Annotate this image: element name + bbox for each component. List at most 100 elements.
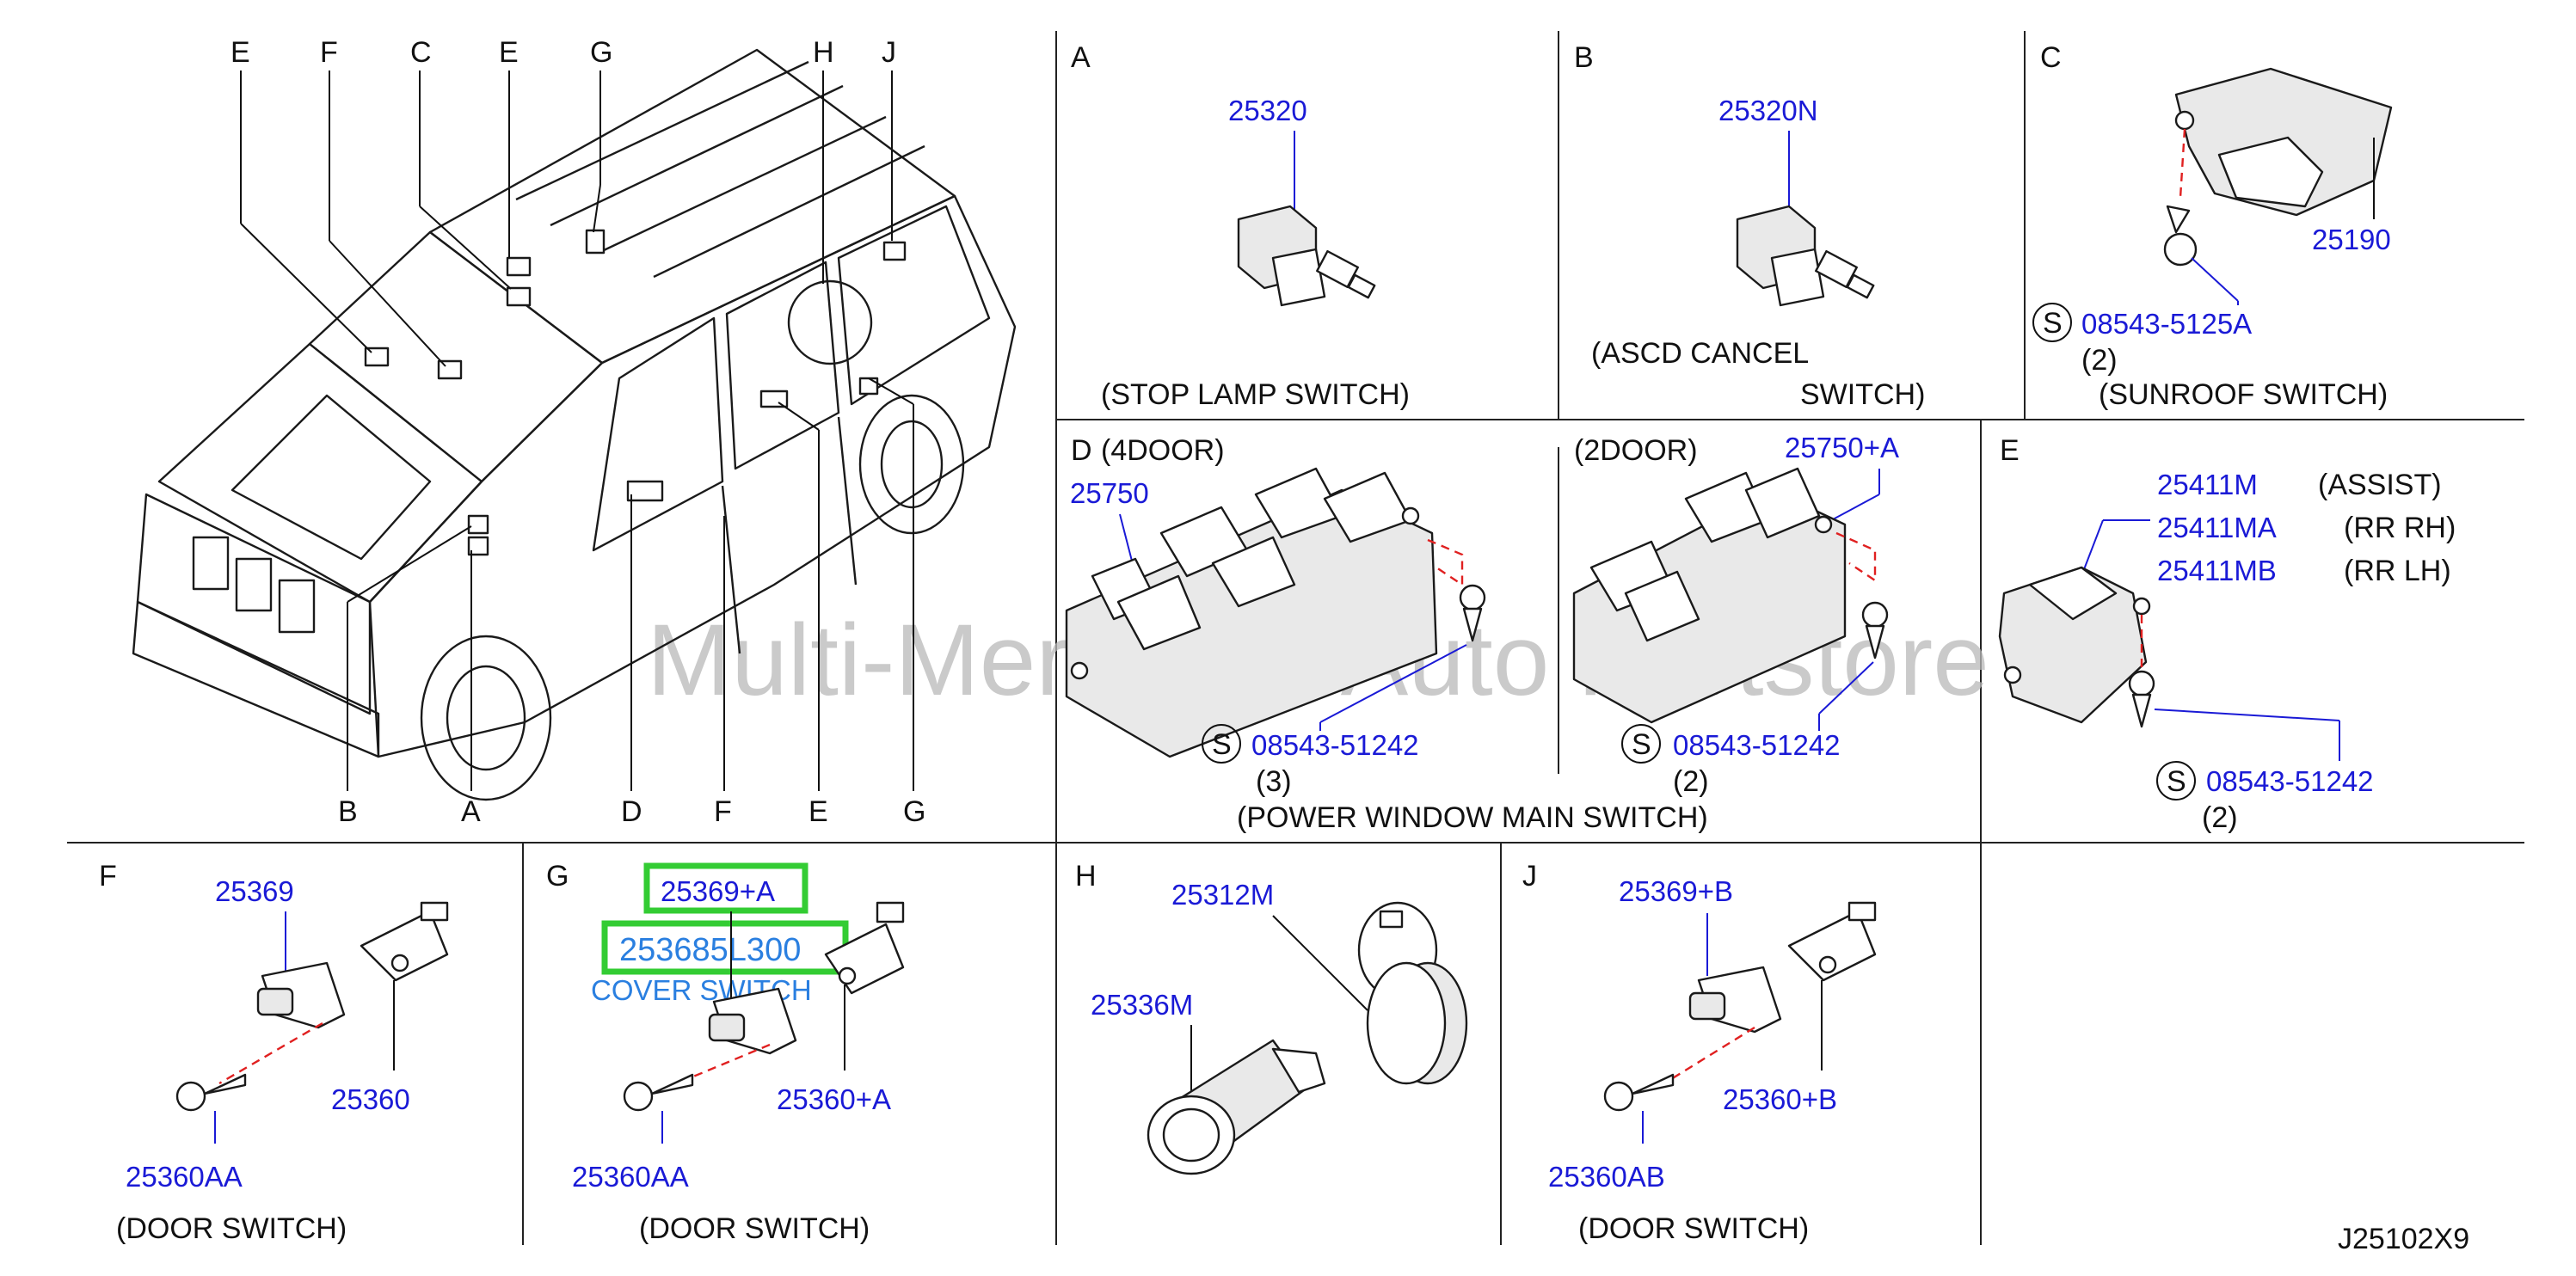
section-j-letter: J [1522,860,1537,893]
section-g-caption: (DOOR SWITCH) [639,1212,870,1245]
part-number-25312m[interactable]: 25312M [1171,879,1274,911]
part-number-08543-5125a[interactable]: 08543-5125A [2081,308,2252,340]
part-number-25411m[interactable]: 25411M [2157,469,2258,500]
section-f-letter: F [99,860,117,893]
section-d-caption: (POWER WINDOW MAIN SWITCH) [1237,801,1708,834]
section-h-letter: H [1075,860,1097,893]
part-number-08543-51242-2door[interactable]: 08543-51242 [1673,729,1841,761]
part-number-25360-a[interactable]: 25360+A [777,1083,891,1115]
section-e-desc-assist: (ASSIST) [2318,469,2442,501]
section-a-caption: (STOP LAMP SWITCH) [1101,378,1410,411]
section-e-desc-rr-rh: (RR RH) [2344,512,2456,544]
part-number-25369-a[interactable]: 25369+A [661,875,775,907]
power-window-switch-2door-drawing [1572,467,1847,724]
overview-label-e-3: E [808,795,828,828]
section-f-caption: (DOOR SWITCH) [116,1212,347,1245]
section-c-screw-qty: (2) [2081,344,2118,377]
screw-2door [1861,601,1889,659]
section-e-screw-symbol: S [2167,765,2186,798]
section-e-letter: E [2000,434,2020,467]
part-number-25336m[interactable]: 25336M [1091,989,1193,1021]
part-number-25190[interactable]: 25190 [2312,224,2391,255]
section-grid [67,31,2524,1245]
part-number-25411mb[interactable]: 25411MB [2157,555,2277,586]
part-number-08543-51242-e[interactable]: 08543-51242 [2206,765,2374,797]
section-e-assist-switch: E 25411M (ASSIST) 25411MA (RR RH) 25411M… [1998,434,2456,834]
section-d-screw-symbol-4door: S [1212,728,1232,761]
overview-label-c: C [410,36,432,69]
part-number-25360aa-g[interactable]: 25360AA [572,1161,689,1193]
section-j-door-switch: J 25369+B 25360+B 25360AB (DOOR SWITCH) [1522,860,1877,1245]
overview-leader-lines [240,71,914,791]
part-number-25369[interactable]: 25369 [215,875,294,907]
screw-g [623,1073,694,1112]
screw-e [2128,670,2155,728]
overview-label-a: A [461,795,481,828]
section-b-caption-line2: SWITCH) [1800,378,1925,411]
section-f-door-switch: F 25369 25360 25360AA (DOOR SWITCH) [99,860,449,1245]
overview-label-b: B [338,795,358,828]
highlight-25369-a [643,862,808,914]
overview-label-f-2: F [714,795,732,828]
diagram-code: J25102X9 [2338,1223,2469,1255]
overview-label-f-1: F [320,36,338,69]
vehicle-overview: E F C E G H J B A D F E G [132,36,1017,828]
part-number-25360aa-f[interactable]: 25360AA [126,1161,243,1193]
section-d-screw-symbol-2door: S [1632,728,1651,761]
section-d-screw-qty-2door: (2) [1673,765,1709,798]
section-c-letter: C [2040,41,2062,74]
sunroof-switch-drawing [2163,67,2393,267]
overview-label-g-2: G [903,795,925,828]
screw-j [1603,1073,1675,1112]
stop-lamp-switch-drawing [1237,205,1376,307]
section-e-screw-qty: (2) [2202,801,2238,834]
section-b-caption-line1: (ASCD CANCEL [1591,337,1809,370]
overview-label-e-2: E [499,36,519,69]
screw-f [175,1073,247,1112]
section-a-letter: A [1071,41,1091,74]
section-j-caption: (DOOR SWITCH) [1578,1212,1809,1245]
assist-switch-drawing [1998,566,2151,724]
section-c-caption: (SUNROOF SWITCH) [2099,378,2388,411]
section-d-letter: D [1071,434,1092,467]
overview-label-g-1: G [590,36,612,69]
screw-symbol-c [2032,303,2072,342]
part-number-25320[interactable]: 25320 [1228,95,1307,126]
door-switch-g-drawing [708,901,905,1055]
section-d-variant-2door: (2DOOR) [1574,434,1698,467]
door-switch-j-drawing [1688,901,1877,1034]
door-switch-f-drawing [256,901,449,1029]
overview-label-e-1: E [231,36,250,69]
section-d-power-window-main-switch: D (4DOOR) 25750 S 08543-51242 (3) (2DOOR… [1065,432,1899,834]
overview-label-h: H [813,36,834,69]
section-b-letter: B [1574,41,1594,74]
section-d-screw-qty-4door: (3) [1256,765,1292,798]
section-a-stop-lamp-switch: A 25320 (STOP LAMP SWITCH) [1071,41,1410,411]
part-number-25750[interactable]: 25750 [1070,477,1149,509]
part-number-25411ma[interactable]: 25411MA [2157,512,2277,543]
ascd-cancel-switch-drawing [1736,205,1875,307]
part-number-25320n[interactable]: 25320N [1718,95,1818,126]
part-number-08543-51242-4door[interactable]: 08543-51242 [1251,729,1419,761]
socket-cap-drawing [1357,901,1468,1085]
part-number-25369-b[interactable]: 25369+B [1619,875,1733,907]
part-number-25360-b[interactable]: 25360+B [1723,1083,1837,1115]
part-number-253685l300[interactable]: 253685L300 [619,932,801,968]
part-number-25360[interactable]: 25360 [331,1083,410,1115]
socket-body-drawing [1147,1039,1326,1175]
power-window-switch-4door-drawing [1065,467,1438,758]
section-e-desc-rr-lh: (RR LH) [2344,555,2451,587]
section-c-sunroof-switch: C 25190 S 08543-5125A (2) (SUNROOF SWITC… [2032,41,2393,411]
section-g-door-switch: G 25369+A 253685L300 COVER SWITCH 25360+… [546,860,905,1245]
section-d-variant-4door: (4DOOR) [1101,434,1225,467]
section-g-letter: G [546,860,569,893]
screw-4door [1459,584,1486,642]
section-b-ascd-cancel-switch: B 25320N (ASCD CANCEL SWITCH) [1574,41,1925,411]
section-h-socket: H 25312M 25336M [1075,860,1468,1175]
section-c-screw-symbol: S [2043,307,2063,340]
overview-label-d: D [621,795,642,828]
part-number-25360ab[interactable]: 25360AB [1548,1161,1665,1193]
part-number-25750-a[interactable]: 25750+A [1785,432,1899,463]
overview-label-j: J [882,36,896,69]
